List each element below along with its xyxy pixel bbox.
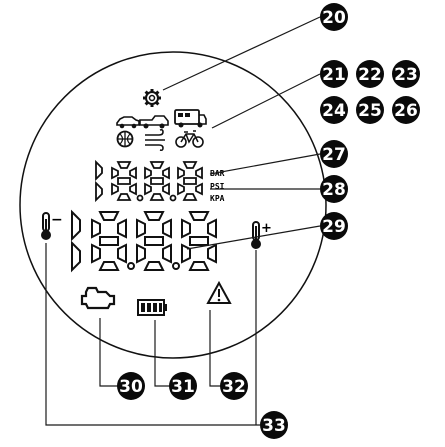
callout-26: 26 [392, 96, 420, 124]
lcd-display-circle [20, 52, 326, 358]
callout-27: 27 [320, 140, 348, 168]
callout-number: 25 [358, 101, 382, 121]
callout-number: 21 [322, 65, 346, 85]
callout-number: 33 [262, 416, 286, 436]
decimal-point [138, 196, 143, 201]
callout-29: 29 [320, 212, 348, 240]
callout-number: 26 [394, 101, 418, 121]
callout-number: 32 [222, 377, 246, 397]
callout-31: 31 [169, 372, 197, 400]
callout-number: 28 [322, 180, 346, 200]
callout-33: 33 [260, 411, 288, 439]
unit-kpa: KPA [210, 194, 225, 203]
callout-number: 20 [322, 8, 346, 28]
callout-20: 20 [320, 3, 348, 31]
callout-number: 29 [322, 217, 346, 237]
callout-number: 30 [119, 377, 143, 397]
callout-number: 27 [322, 145, 346, 165]
callout-28: 28 [320, 175, 348, 203]
svg-text:−: − [51, 212, 63, 228]
callout-32: 32 [220, 372, 248, 400]
unit-psi: PSI [210, 182, 225, 191]
callout-30: 30 [117, 372, 145, 400]
decimal-point [171, 196, 176, 201]
svg-text:+: + [261, 221, 272, 236]
decimal-point [128, 263, 134, 269]
basketball-icon [118, 132, 133, 147]
callout-21: 21 [320, 60, 348, 88]
callout-number: 22 [358, 65, 382, 85]
callout-25: 25 [356, 96, 384, 124]
callout-number: 24 [322, 101, 346, 121]
decimal-point [173, 263, 179, 269]
callout-22: 22 [356, 60, 384, 88]
callout-24: 24 [320, 96, 348, 124]
callout-number: 23 [394, 65, 418, 85]
callout-number: 31 [171, 377, 195, 397]
callout-23: 23 [392, 60, 420, 88]
